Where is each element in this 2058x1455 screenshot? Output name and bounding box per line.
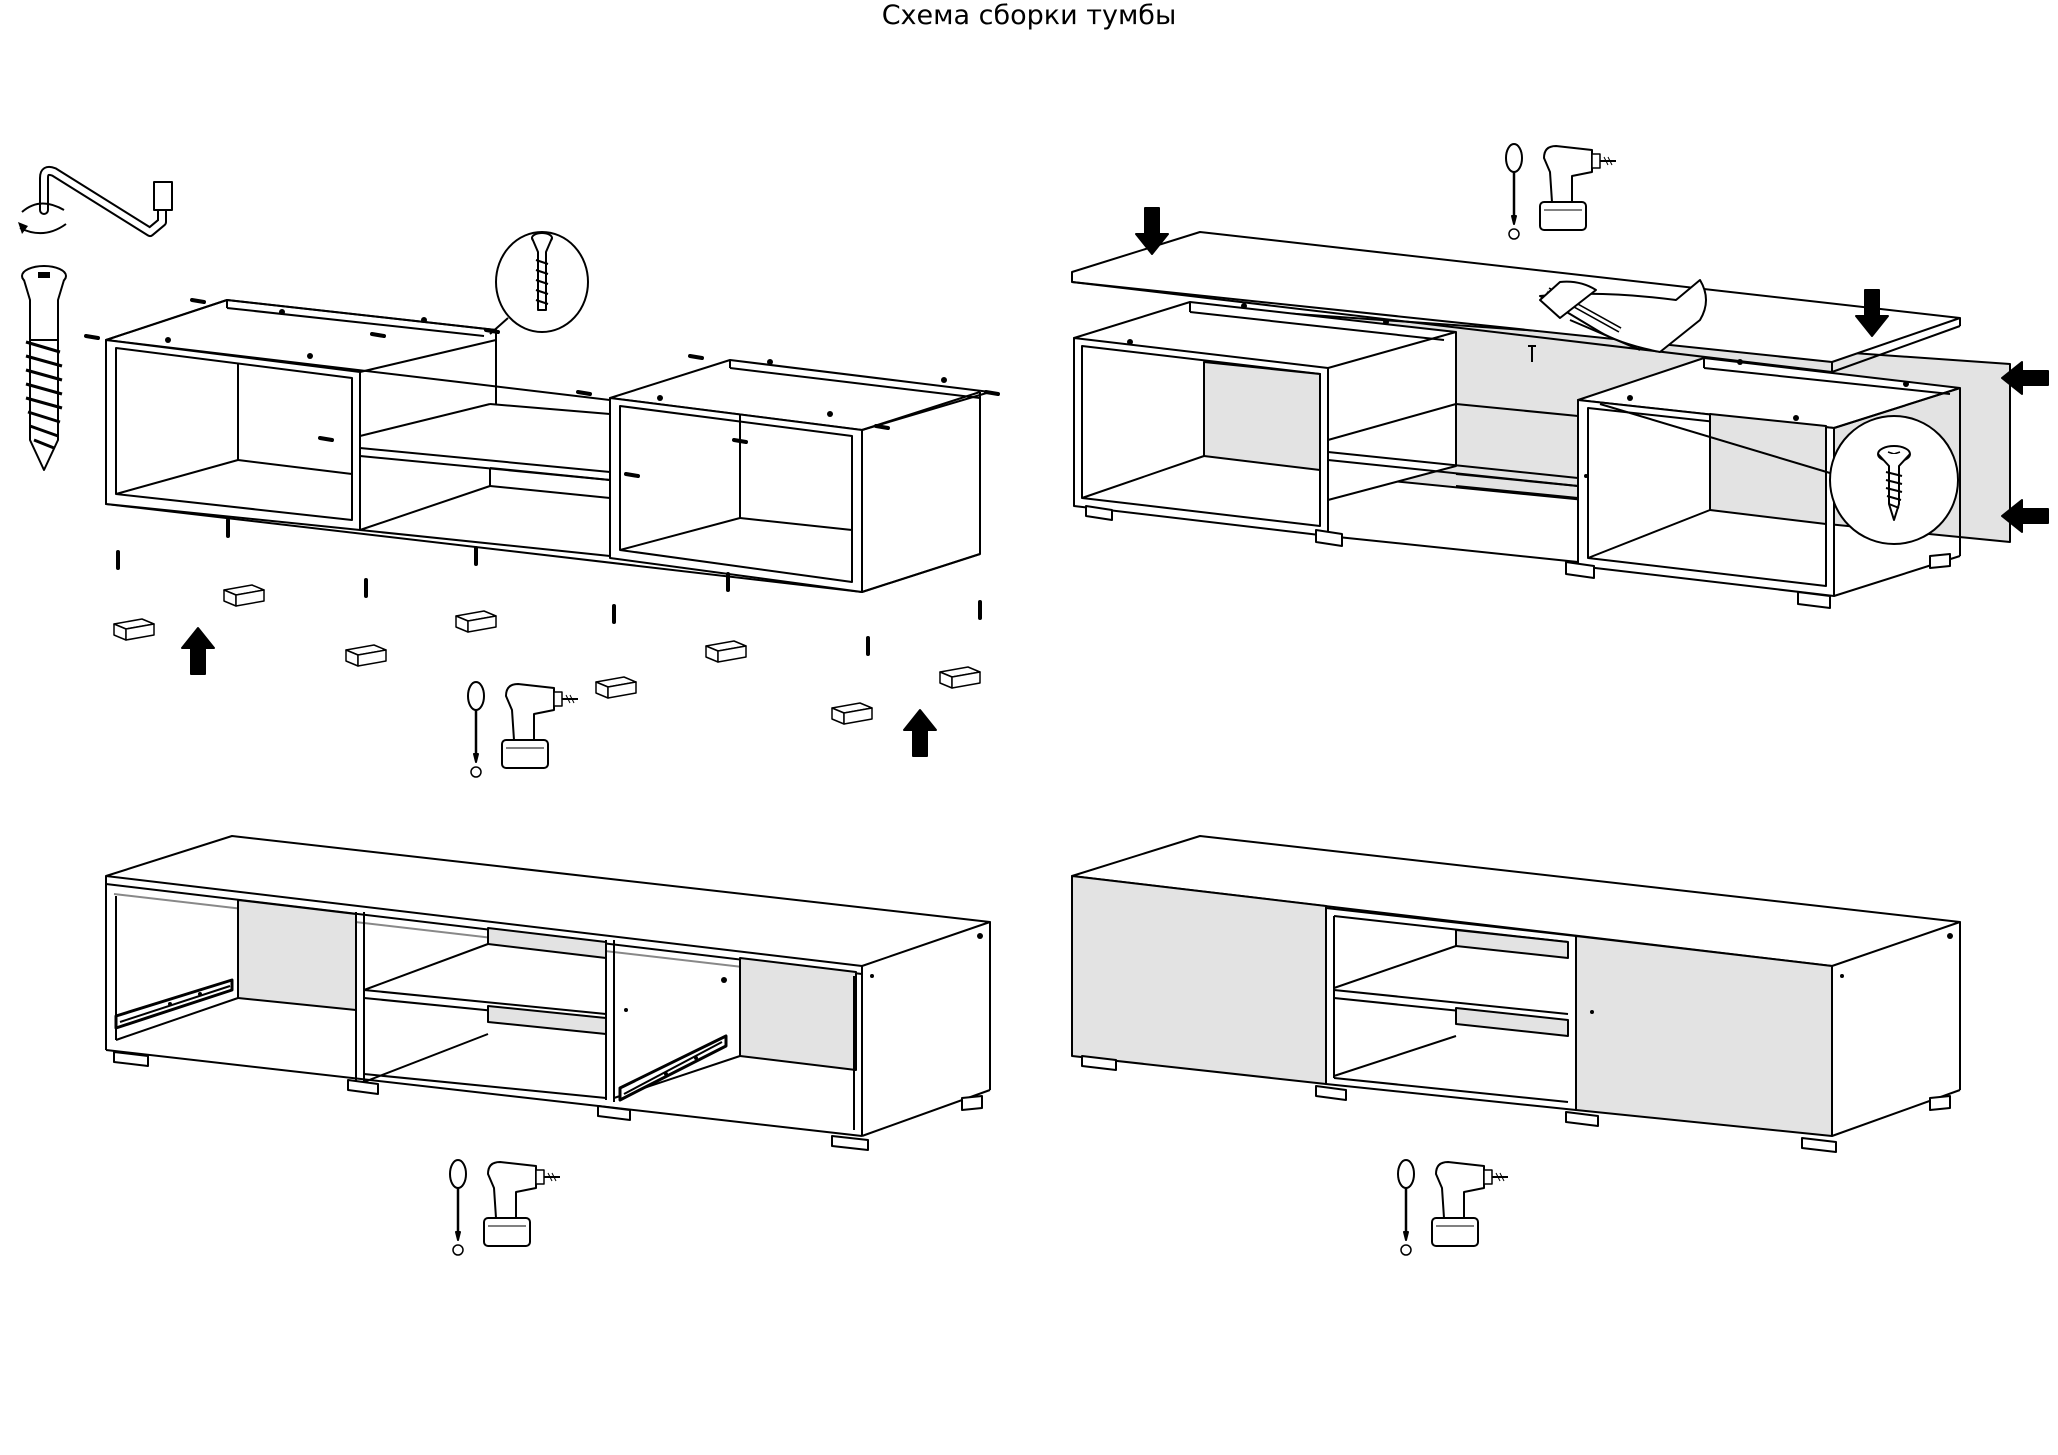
arrow-up-icon	[903, 709, 937, 757]
top-board	[1071, 231, 1961, 363]
step-4-assembly	[1071, 835, 1961, 1257]
step-3-assembly	[105, 835, 991, 1257]
screwdriver-icon	[448, 1158, 562, 1257]
page-title: Схема сборки тумбы	[881, 0, 1177, 31]
arrow-up-icon	[181, 627, 215, 675]
screw-detail-icon	[1599, 403, 1959, 545]
drawer-slide-icon	[114, 978, 234, 1030]
drawer-slide-icon	[618, 1034, 728, 1102]
left-door	[1071, 875, 1327, 1085]
step-2-assembly	[1071, 142, 2049, 609]
right-door	[1575, 935, 1833, 1137]
confirmat-screw-icon	[21, 265, 67, 471]
allen-key-icon	[18, 165, 173, 237]
step-1-assembly	[18, 165, 1000, 779]
hammer-icon	[1539, 279, 1707, 353]
screwdriver-icon	[1504, 142, 1618, 241]
nail-icon	[1528, 345, 1536, 362]
screwdriver-icon	[1396, 1158, 1510, 1257]
screwdriver-icon	[466, 680, 580, 779]
screw-detail-icon	[489, 231, 589, 335]
